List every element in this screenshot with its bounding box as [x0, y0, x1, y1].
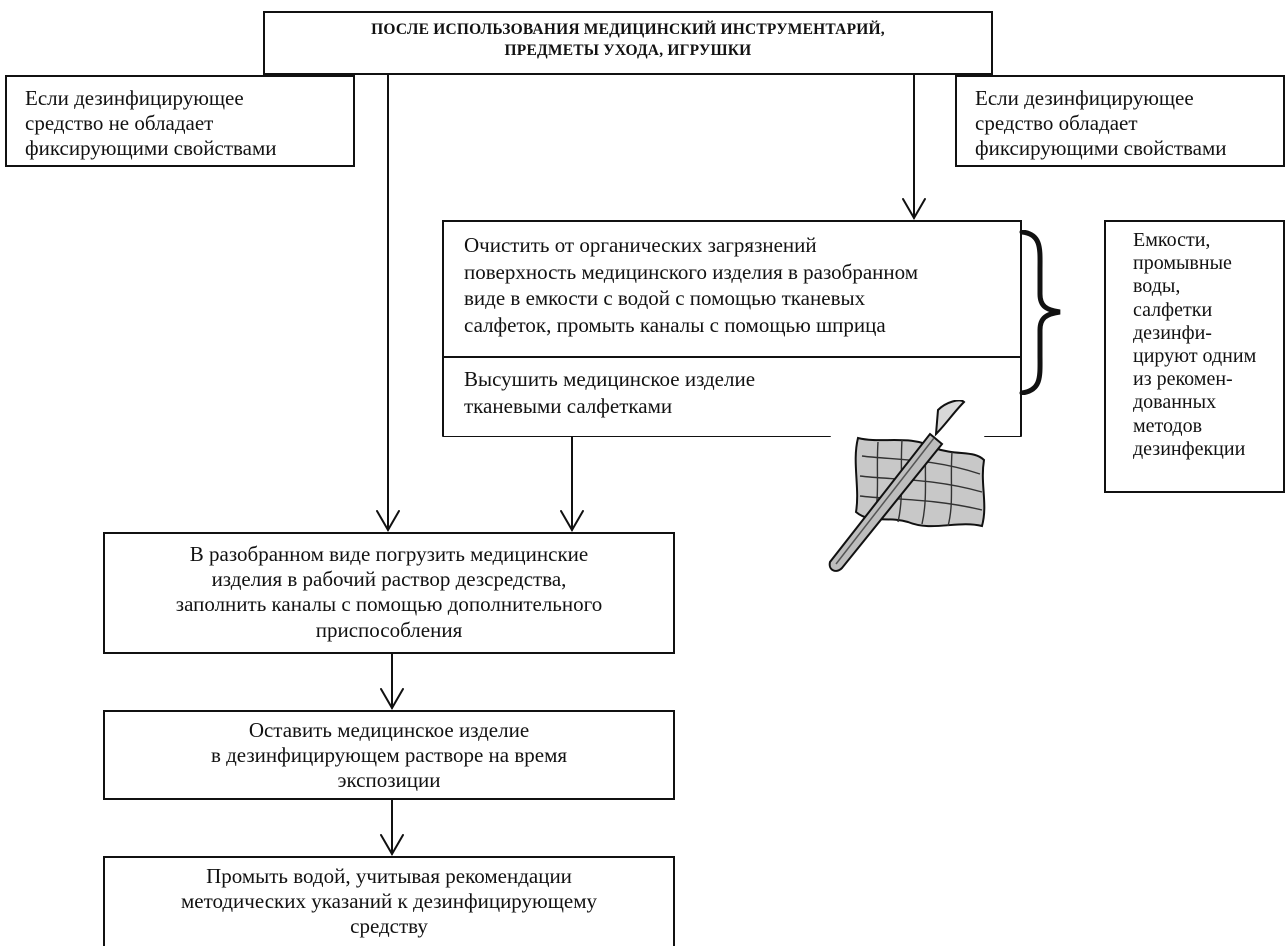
clean-step-box: Очистить от органических загрязнений пов… [442, 220, 1022, 358]
arrowhead-left-branch [376, 510, 400, 532]
arrowhead-immerse-to-expose [380, 688, 404, 710]
rinse-step-text: Промыть водой, учитывая рекомендации мет… [180, 864, 598, 939]
immerse-step-text: В разобранном виде погрузить медицинские… [175, 542, 603, 642]
arrowhead-expose-to-rinse [380, 834, 404, 856]
dry-step-text: Высушить медицинское изделие тканевыми с… [464, 367, 756, 418]
exposure-step-text: Оставить медицинское изделие в дезинфици… [210, 718, 568, 793]
arrowhead-dry-to-immerse [560, 510, 584, 532]
immerse-step-box: В разобранном виде погрузить медицинские… [103, 532, 675, 654]
condition-left-box: Если дезинфицирующее средство не обладае… [5, 75, 355, 167]
scalpel-and-wipe-icon [828, 400, 986, 572]
dry-step-box: Высушить медицинское изделие тканевыми с… [442, 356, 1022, 436]
title-text: ПОСЛЕ ИСПОЛЬЗОВАНИЯ МЕДИЦИНСКИЙ ИНСТРУМЕ… [371, 21, 885, 59]
condition-left-text: Если дезинфицирующее средство не обладае… [25, 86, 277, 160]
exposure-step-box: Оставить медицинское изделие в дезинфици… [103, 710, 675, 800]
condition-right-text: Если дезинфицирующее средство обладает ф… [975, 86, 1227, 160]
clean-step-text: Очистить от органических загрязнений пов… [464, 233, 919, 337]
arrowhead-right-branch [902, 198, 926, 220]
title-box: ПОСЛЕ ИСПОЛЬЗОВАНИЯ МЕДИЦИНСКИЙ ИНСТРУМЕ… [263, 11, 993, 75]
condition-right-box: Если дезинфицирующее средство обладает ф… [955, 75, 1285, 167]
side-note-box: Емкости, промывные воды, салфетки дезинф… [1104, 220, 1285, 493]
rinse-step-box: Промыть водой, учитывая рекомендации мет… [103, 856, 675, 946]
curly-brace-icon [1019, 230, 1061, 395]
side-note-text: Емкости, промывные воды, салфетки дезинф… [1133, 229, 1257, 460]
scalpel-icon [828, 400, 966, 572]
